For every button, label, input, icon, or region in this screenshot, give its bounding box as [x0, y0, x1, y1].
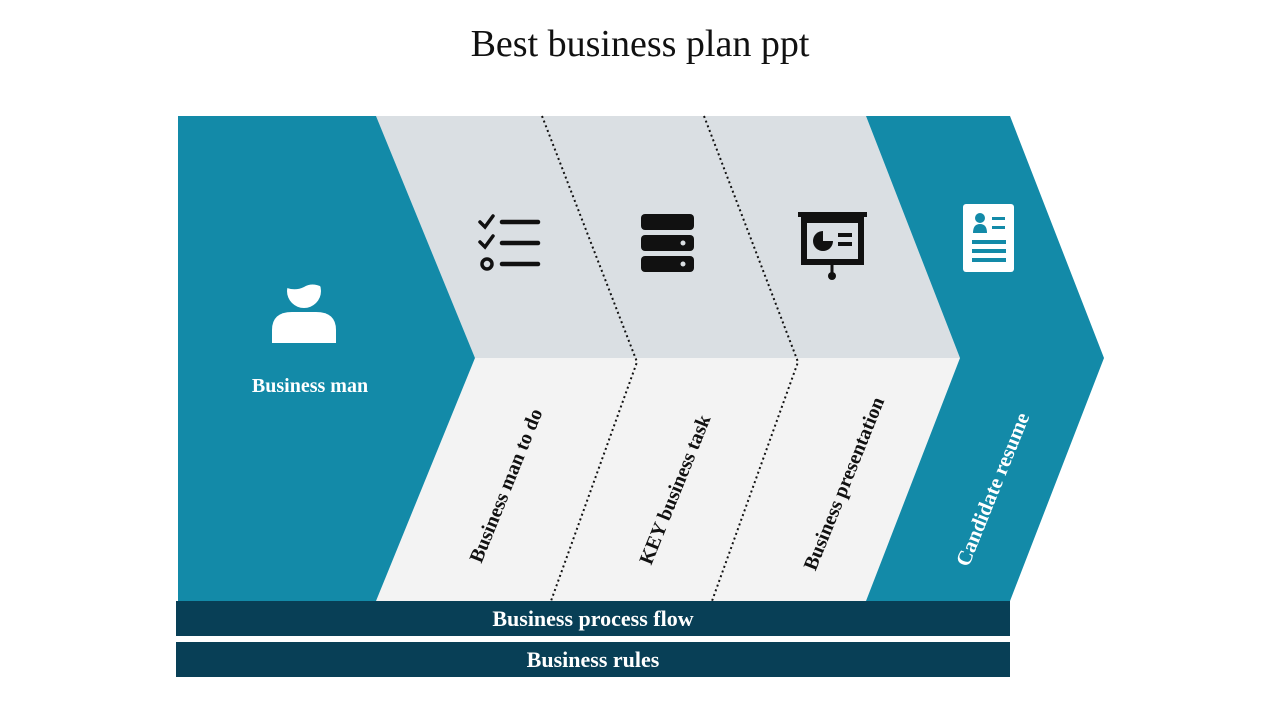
person-icon: [272, 271, 336, 343]
middle-band-bottom: [376, 358, 960, 601]
footer-bar-rules: Business rules: [176, 642, 1010, 677]
stage-5-chevron: [866, 116, 1104, 601]
resume-card-icon: [963, 204, 1014, 272]
page-title: Best business plan ppt: [470, 23, 810, 65]
stage-1-label: Business man: [252, 375, 368, 397]
server-icon: [641, 214, 694, 272]
checklist-icon: [478, 214, 541, 271]
footer-bar-process-flow: Business process flow: [176, 601, 1010, 636]
presentation-board-icon: [798, 212, 867, 280]
stage-1-block: [178, 116, 475, 601]
